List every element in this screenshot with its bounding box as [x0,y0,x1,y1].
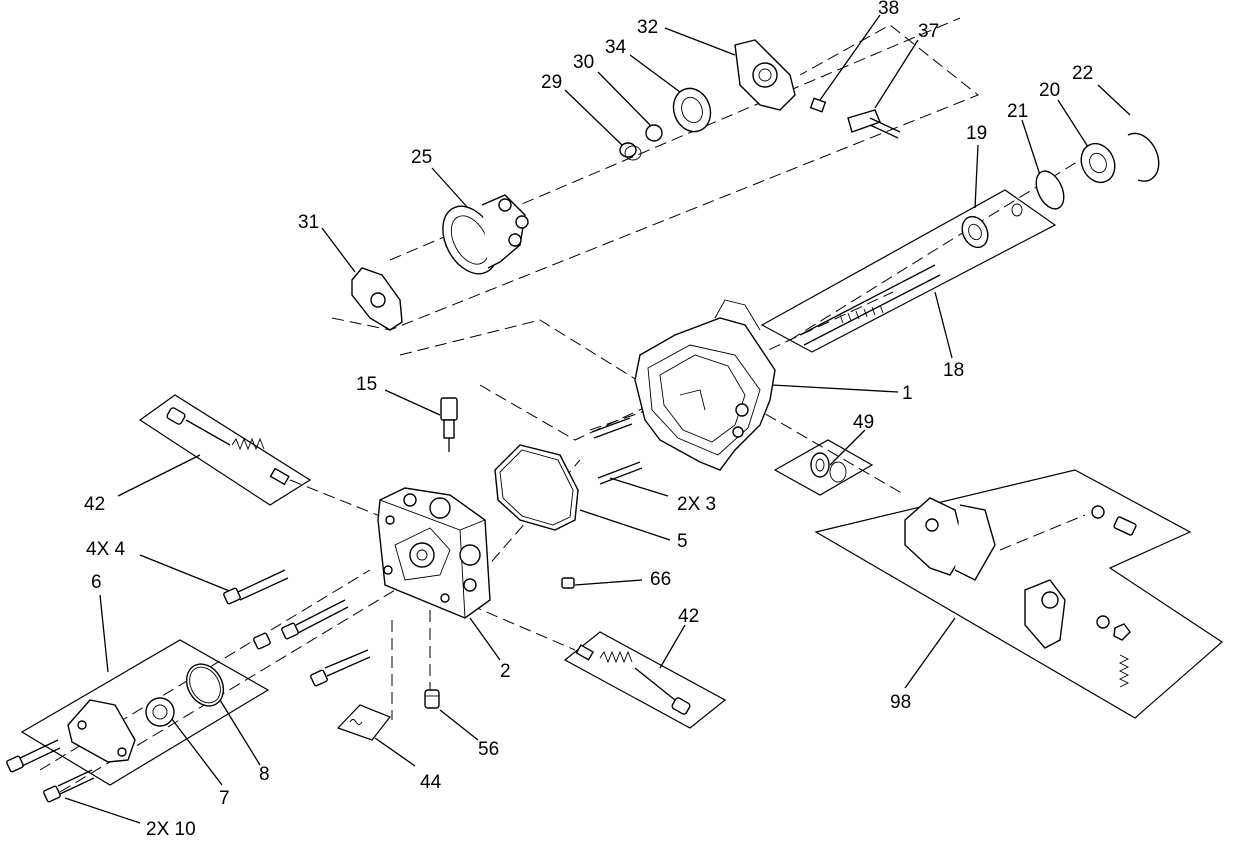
trunnion-part-32 [734,39,796,111]
ring-part-21 [1035,170,1065,210]
key-part-38 [809,97,827,113]
callout-98: 98 [890,692,911,713]
callout-8: 8 [259,764,270,785]
kit-box-44 [336,704,391,741]
assembly-line-bearing [789,159,1081,341]
callout-66: 66 [650,569,671,590]
callout-42-upper: 42 [84,494,105,515]
relief-valve-kit-lower [575,644,691,715]
assembly-line-valve [749,404,906,496]
callout-2x3: 2X 3 [677,494,716,515]
kit-box-98 [814,469,1223,719]
callout-22: 22 [1072,63,1093,84]
leader-lines [64,14,1131,824]
spring-part-29 [619,142,642,161]
plug-part-66 [561,577,575,589]
kit-box-42-upper [138,394,312,506]
end-cover-kit-6 [67,663,225,763]
callout-15: 15 [356,374,377,395]
callout-38: 38 [878,0,899,19]
assembly-line-upper [389,17,961,261]
seal-kit-part-49 [810,452,847,483]
callout-34: 34 [605,37,627,58]
housing-part [634,299,776,471]
arm-part-37 [847,109,901,139]
bearing-part-20 [1080,142,1116,184]
callout-32: 32 [637,17,658,38]
callout-19: 19 [966,123,987,144]
shaft-part-18 [799,264,941,346]
assembly-line-left [399,319,646,386]
swashplate-part-31 [351,267,403,331]
kit-box-6 [20,639,270,786]
callout-31: 31 [298,212,319,233]
plug-part-56 [424,689,440,709]
relief-valve-kit-upper [166,407,290,486]
kit-box-49 [773,439,874,496]
callout-6: 6 [91,572,102,593]
callout-4x4: 4X 4 [86,539,126,560]
callout-2x10: 2X 10 [146,819,196,840]
bearing-part-19 [961,215,989,249]
bolts-part-10 [6,739,95,803]
callout-1: 1 [902,383,913,404]
gasket-inner [499,449,574,526]
ring-part-30 [645,124,663,142]
spring-part-44 [349,719,363,725]
callout-5: 5 [677,531,688,552]
callout-44: 44 [420,772,442,793]
assembly-line-front2 [59,574,421,793]
kit-box-18 [760,189,1057,353]
callout-29: 29 [541,72,562,93]
callout-49: 49 [853,412,874,433]
callout-42-lower: 42 [678,606,699,627]
assembly-line-top [331,24,979,331]
seal-part-34 [672,87,712,133]
control-linkage-kit-98 [904,497,1137,688]
callout-18: 18 [943,360,964,381]
retaining-ring-part-22 [1127,132,1160,182]
valve-part-15 [440,397,458,452]
callout-7: 7 [219,788,230,809]
callout-21: 21 [1007,101,1028,122]
center-section-part [377,487,491,619]
callout-20: 20 [1039,80,1060,101]
kit-box-42-lower [563,631,727,729]
callout-37: 37 [918,21,939,42]
dowel-pins [591,417,643,485]
bolts-part-4 [223,569,371,687]
assembly-line-housing [479,291,894,441]
callout-2: 2 [500,661,511,682]
assembly-line-42a [289,479,391,521]
gasket-part [494,444,579,531]
assembly-line-42b [469,604,576,651]
callout-30: 30 [573,52,594,73]
callout-labels: 1 2 2X 3 4X 4 5 6 7 8 2X 10 15 18 19 20 … [84,0,1093,840]
callout-56: 56 [478,739,499,760]
ring-small-18 [1011,203,1023,217]
callout-25: 25 [411,147,432,168]
cylinder-block-part-25 [442,194,529,275]
assembly-line-lever [999,514,1086,551]
